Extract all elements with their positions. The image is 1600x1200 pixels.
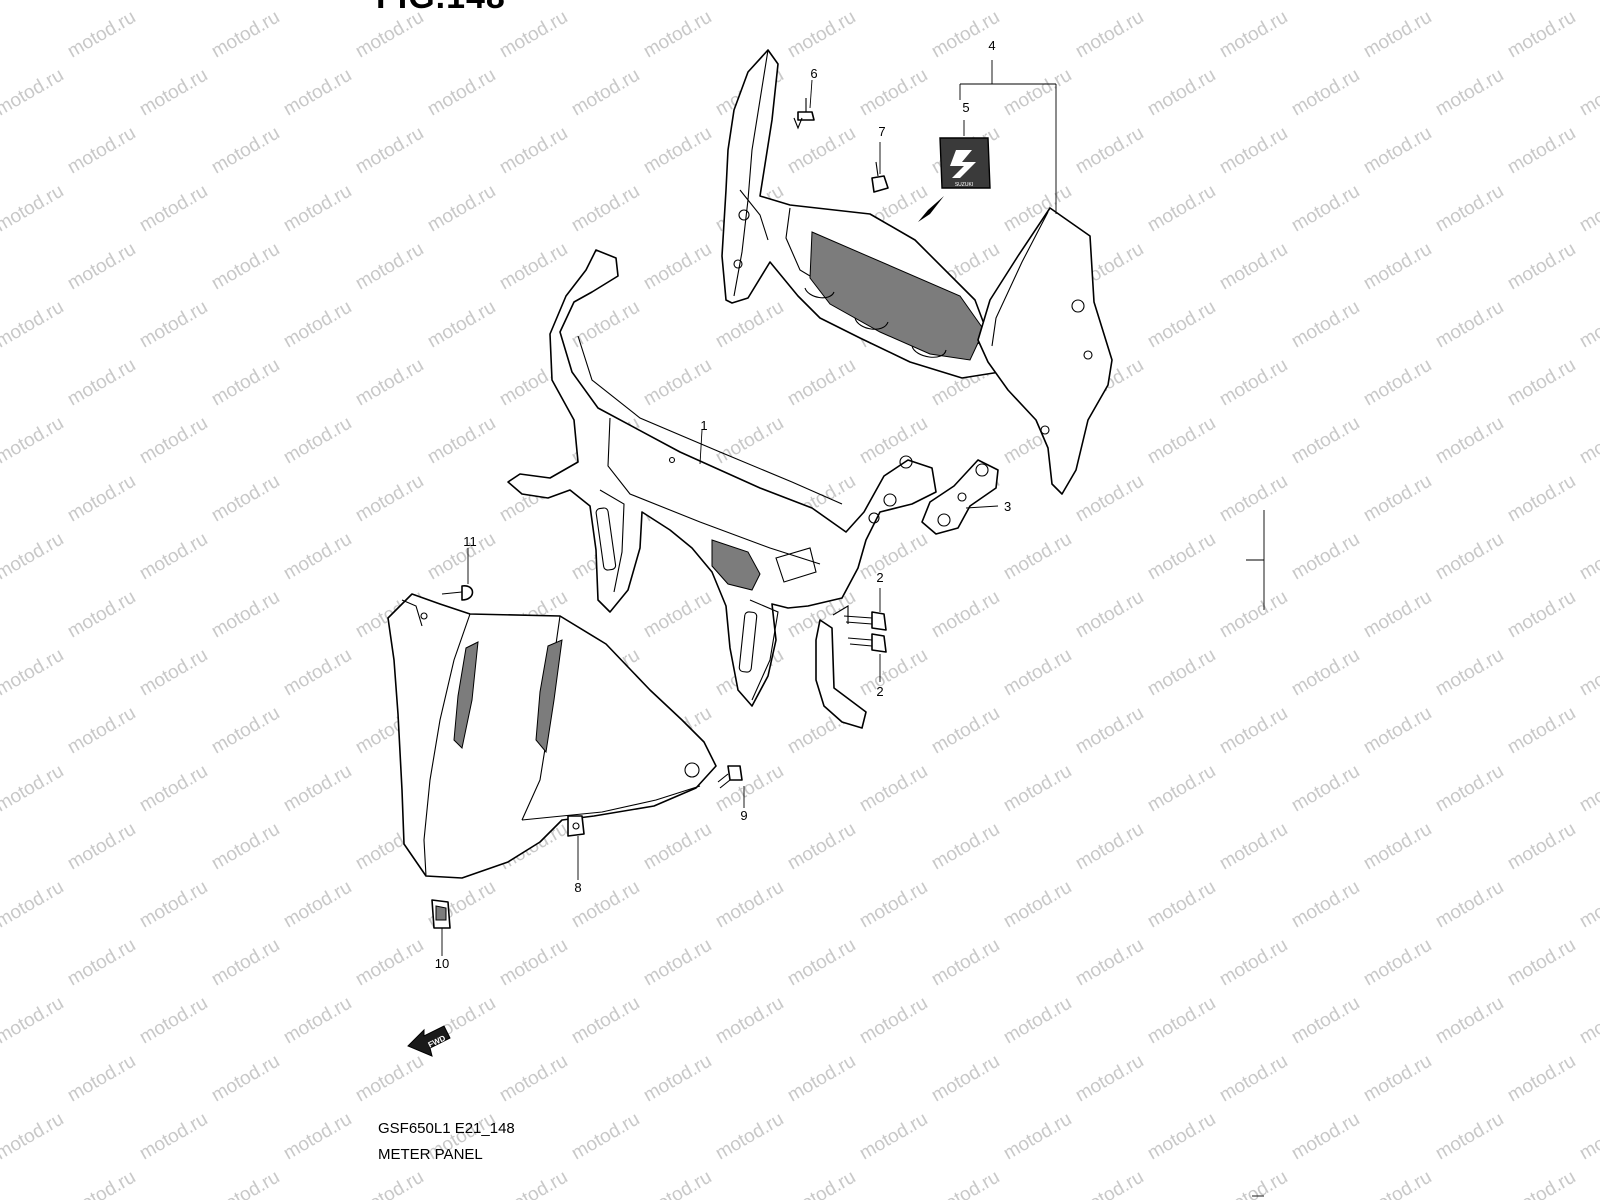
callout-11: 11 (463, 534, 477, 549)
diagram-code: GSF650L1 E21_148 (378, 1120, 515, 1137)
plate-3 (921, 459, 999, 535)
figure-title: FIG.148 (376, 0, 506, 17)
callout-7: 7 (878, 124, 885, 139)
diagram-name: METER PANEL (378, 1146, 483, 1163)
screw-6 (793, 98, 815, 130)
callout-4: 4 (988, 38, 995, 53)
callout-8: 8 (574, 880, 581, 895)
callout-2-lower: 2 (876, 684, 883, 699)
callout-1: 1 (700, 418, 707, 433)
callout-3: 3 (1004, 499, 1011, 514)
callout-labels: 4 5 6 7 1 3 2 2 9 8 10 11 (435, 38, 1011, 971)
callout-6: 6 (810, 66, 817, 81)
callout-9: 9 (740, 808, 747, 823)
nut-10 (431, 899, 451, 929)
rivet-11 (441, 585, 474, 601)
emblem-text: SUZUKI (955, 182, 973, 188)
lower-cowl (387, 593, 717, 879)
meter-bracket (507, 249, 937, 729)
fwd-arrow: FWD (407, 1025, 451, 1057)
meter-panel-cover (721, 49, 1113, 495)
callout-5: 5 (962, 100, 969, 115)
bolt-2-upper (843, 611, 887, 631)
leader-lines (441, 60, 1265, 956)
callout-2-upper: 2 (876, 570, 883, 585)
callout-10: 10 (435, 956, 449, 971)
suzuki-emblem: SUZUKI (918, 137, 991, 222)
screw-9 (717, 765, 743, 789)
screw-7 (871, 161, 889, 193)
bolt-2-lower (847, 633, 887, 653)
